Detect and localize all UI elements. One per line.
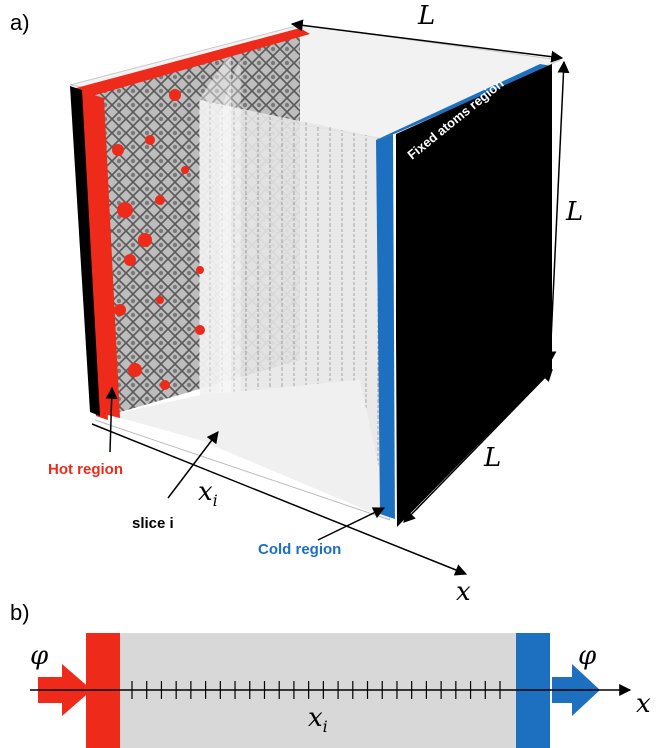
phi-left-label: φ [30, 641, 49, 671]
dim-arrow-right [544, 60, 570, 364]
hot-region-label: Hot region [48, 461, 123, 478]
fixed-region-left [70, 86, 100, 416]
slice-ticks [131, 681, 501, 699]
dim-arrow-depth [403, 369, 553, 523]
dim-arrow-top [290, 19, 564, 63]
xi-label-a: xi [198, 477, 218, 510]
hot-region-slab [76, 28, 310, 420]
axis-x-b-label: x [636, 689, 651, 719]
axis-x-a [91, 423, 468, 576]
hot-region-front [84, 92, 120, 418]
dim-label-right: L [565, 197, 583, 227]
hot-atoms [112, 89, 205, 390]
cold-region-label: Cold region [258, 541, 341, 558]
phi-right-label: φ [578, 641, 597, 671]
hot-pointer [105, 386, 118, 453]
fixed-region-right [396, 64, 552, 528]
panel-a-tag: a) [10, 10, 30, 35]
dim-label-top: L [417, 1, 435, 31]
axis-x-a-label: x [456, 577, 471, 607]
cold-region-slab [376, 134, 398, 520]
panel-b-tag: b) [10, 600, 30, 625]
cold-pointer [317, 507, 386, 541]
cube-body [69, 24, 562, 521]
slice-label: slice i [132, 515, 174, 532]
cold-region-top [376, 64, 552, 140]
slice-pointer [167, 431, 219, 499]
dim-label-depth: L [483, 443, 501, 473]
